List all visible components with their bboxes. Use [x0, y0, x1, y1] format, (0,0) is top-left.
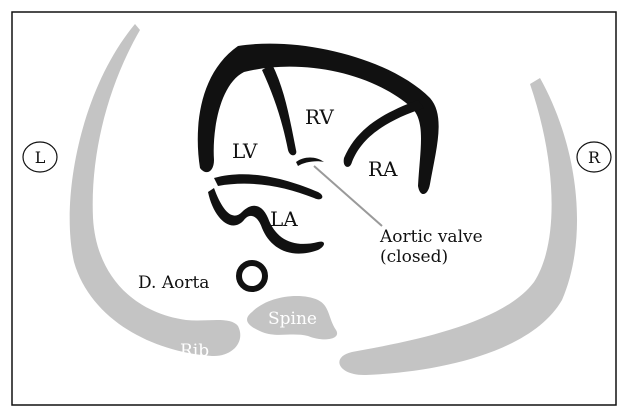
label-rv: RV — [305, 105, 334, 129]
label-spine: Spine — [268, 309, 317, 329]
label-aortic-valve: Aortic valve — [379, 227, 483, 247]
label-lv: LV — [232, 139, 258, 163]
label-la: LA — [270, 207, 298, 231]
diagram-frame — [12, 12, 616, 405]
right-marker-label: R — [588, 148, 601, 167]
label-ra: RA — [368, 157, 398, 181]
label-aortic-valve-closed: (closed) — [380, 247, 448, 267]
label-d-aorta: D. Aorta — [138, 273, 209, 293]
left-marker-label: L — [35, 148, 46, 167]
label-rib: Rib — [180, 341, 209, 361]
